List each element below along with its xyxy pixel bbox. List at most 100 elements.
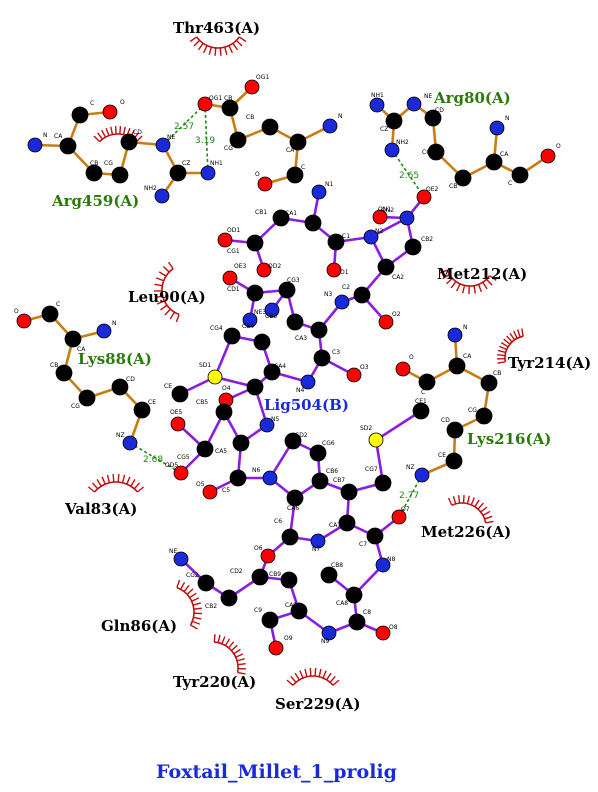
atom-label: CB4	[242, 323, 254, 330]
carbon-atom	[286, 489, 304, 507]
carbon-atom	[246, 284, 264, 302]
arc-leu90	[153, 261, 180, 323]
nitrogen-atom	[300, 374, 316, 390]
nitrogen-atom	[96, 323, 112, 339]
atom-label: NH1	[210, 160, 223, 167]
carbon-atom	[263, 363, 281, 381]
atom-label: NE	[167, 134, 175, 141]
atom-label: C7	[359, 541, 367, 548]
nitrogen-atom	[334, 294, 350, 310]
atom-label: OE5	[170, 409, 183, 416]
atom-label: CG2	[186, 572, 199, 579]
distance-label: 2.65	[399, 171, 419, 181]
atom-label: CA	[54, 133, 63, 140]
atom-label: O5	[196, 481, 205, 488]
atom-label: CG	[468, 407, 477, 414]
residue-label-lys88: Lys88(A)	[78, 350, 152, 368]
sulfur-atom	[207, 369, 223, 385]
atom-label: N	[112, 320, 117, 327]
carbon-atom	[448, 357, 466, 375]
residue-label-tyr220: Tyr220(A)	[173, 673, 256, 691]
atom-label: CB6	[326, 468, 338, 475]
nitrogen-atom	[321, 625, 337, 641]
carbon-atom	[261, 118, 279, 136]
atom-label: CD2	[295, 432, 308, 439]
atom-label: CA7	[329, 522, 341, 529]
atom-label: CA4	[274, 363, 286, 370]
atom-label: CG4	[210, 325, 223, 332]
atom-label: O	[255, 171, 260, 178]
arc-ser229	[286, 668, 340, 686]
atom-label: C6	[274, 518, 282, 525]
residue-label-gln86: Gln86(A)	[101, 617, 177, 635]
atom-label: O6	[254, 545, 263, 552]
carbon-atom	[309, 444, 327, 462]
carbon-atom	[454, 169, 472, 187]
ligand-label: Lig504(B)	[264, 396, 349, 414]
carbon-atom	[286, 313, 304, 331]
arc-arg459	[93, 126, 143, 143]
carbon-atom	[327, 233, 345, 251]
atom-label: N	[463, 324, 468, 331]
carbon-atom	[340, 483, 358, 501]
carbon-atom	[221, 99, 239, 117]
nitrogen-atom	[406, 96, 422, 112]
carbon-atom	[55, 364, 73, 382]
carbon-atom	[338, 514, 356, 532]
distance-label: 3.19	[195, 136, 215, 146]
carbon-atom	[445, 452, 463, 470]
oxygen-atom	[260, 548, 276, 564]
carbon-atom	[278, 281, 296, 299]
nitrogen-atom	[375, 557, 391, 573]
oxygen-atom	[202, 484, 218, 500]
nitrogen-atom	[27, 137, 43, 153]
arc-met226	[447, 495, 494, 524]
carbon-atom	[220, 589, 238, 607]
residue-label-tyr214: Tyr214(A)	[508, 354, 591, 372]
atom-label: O4	[222, 385, 231, 392]
atom-label: CG5	[177, 454, 190, 461]
atom-label: CA3	[295, 335, 307, 342]
atom-label: CG	[224, 145, 233, 152]
atom-label: C	[508, 180, 512, 187]
carbon-atom	[253, 333, 271, 351]
atom-label: O	[556, 143, 561, 150]
carbon-atom	[418, 373, 436, 391]
atom-label: C8	[363, 609, 371, 616]
atom-label: NE3	[254, 309, 266, 316]
nitrogen-atom	[155, 137, 171, 153]
carbon-atom	[169, 164, 187, 182]
carbon-atom	[272, 209, 290, 227]
carbon-atom	[485, 153, 503, 171]
carbon-atom	[197, 574, 215, 592]
atom-label: SD2	[360, 425, 372, 432]
carbon-atom	[412, 402, 430, 420]
atom-label: CG	[104, 160, 113, 167]
atom-label: N	[338, 113, 343, 120]
diagram-title: Foxtail_Millet_1_prolig	[156, 761, 397, 783]
oxygen-atom	[540, 148, 556, 164]
atom-label: CB	[90, 160, 98, 167]
atom-label: NH2	[144, 185, 157, 192]
atom-label: CB	[493, 370, 501, 377]
atom-label: C	[421, 389, 425, 396]
atom-label: CB1	[255, 209, 267, 216]
carbon-atom	[78, 389, 96, 407]
carbon-atom	[111, 378, 129, 396]
oxygen-atom	[268, 640, 284, 656]
nitrogen-atom	[264, 302, 280, 318]
nitrogen-atom	[322, 118, 338, 134]
atom-label: OD1	[227, 227, 240, 234]
atom-label: O9	[284, 635, 293, 642]
atom-label: NE	[169, 548, 177, 555]
carbon-atom	[261, 611, 279, 629]
atom-label: OD2	[268, 263, 281, 270]
atom-label: N9	[321, 638, 329, 645]
atom-label: CE	[438, 452, 446, 459]
atom-label: CG1	[227, 248, 240, 255]
carbon-atom	[71, 106, 89, 124]
residue-label-arg80: Arg80(A)	[433, 89, 511, 107]
carbon-atom	[377, 258, 395, 276]
hbond-distance-labels: 2.57 3.19 2.65 2.68 2.77	[143, 122, 419, 501]
